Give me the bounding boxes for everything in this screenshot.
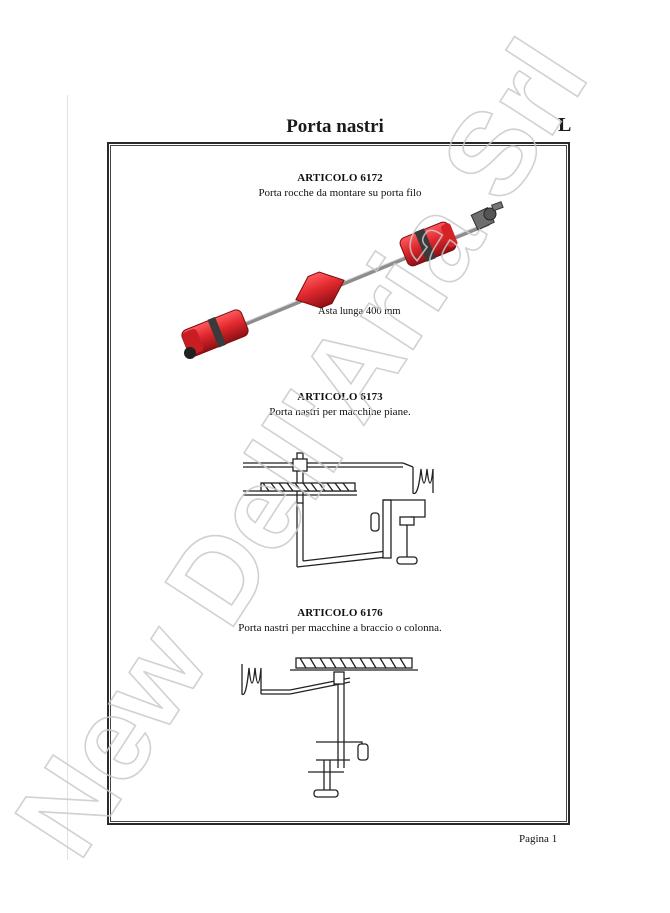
spool-holder-photo (181, 201, 504, 359)
arm-column-ribbon-holder-drawing (241, 657, 418, 798)
article-6172-rod-length-note: Asta lunga 400 mm (318, 306, 401, 317)
page-edge-line (67, 95, 68, 860)
flat-machine-ribbon-holder-drawing (243, 452, 434, 568)
article-6176-description: Porta nastri per macchine a braccio o co… (238, 622, 442, 634)
content-frame-inner (110, 145, 567, 822)
page-title: Porta nastri (286, 116, 384, 137)
article-6172-title: ARTICOLO 6172 (297, 172, 383, 184)
content-frame (107, 142, 570, 825)
article-6173-title: ARTICOLO 6173 (297, 391, 383, 403)
page-number: Pagina 1 (519, 833, 558, 845)
article-6172-description: Porta rocche da montare su porta filo (258, 187, 422, 199)
article-6176-title: ARTICOLO 6176 (297, 607, 383, 619)
article-6173-description: Porta nastri per macchine piane. (269, 406, 411, 418)
section-letter: L (558, 114, 572, 136)
